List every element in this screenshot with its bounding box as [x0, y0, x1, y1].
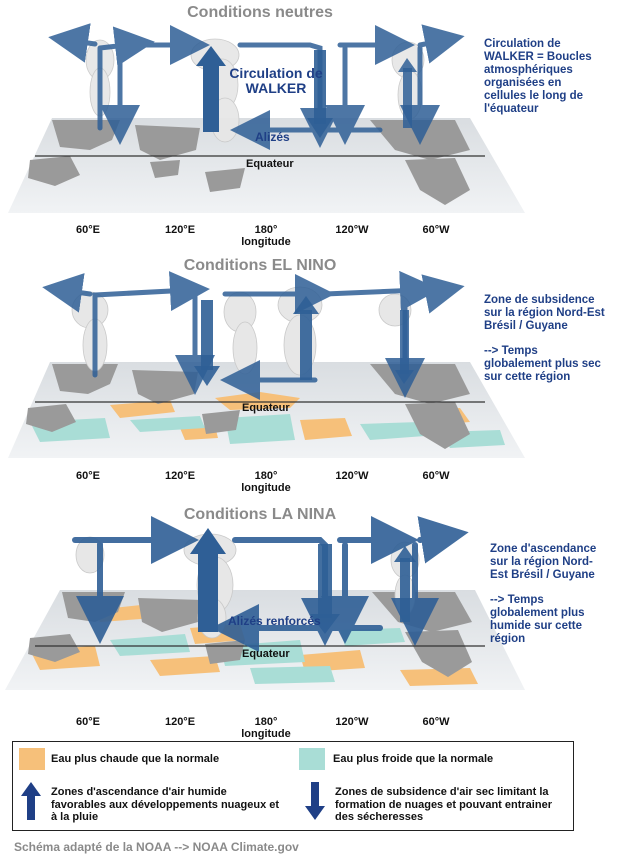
tick-label: 120°W [335, 470, 369, 482]
equator-label: Equateur [242, 648, 290, 660]
panel-el-nino: Conditions EL NINO [0, 250, 620, 500]
trade-wind-label: Alizés [255, 130, 290, 144]
tick-label: 60°W [422, 470, 450, 482]
side-text: Zone d'ascendance sur la région Nord-Est… [490, 543, 597, 645]
ascending-arrow-main [196, 46, 226, 132]
ascending-arrow-main [293, 296, 319, 380]
legend-swatch-warm [19, 748, 45, 770]
tick-label: 120°E [164, 470, 196, 482]
tick-label: 120°E [164, 716, 196, 728]
walker-loops [48, 40, 465, 150]
equator-label: Equateur [246, 158, 294, 170]
tick-label: 180° [254, 716, 278, 728]
panel-neutral: Conditions neutres [0, 0, 620, 250]
tick-label: 60°E [76, 470, 100, 482]
panel-la-nina: Conditions LA NINA [0, 500, 620, 740]
equator-label: Equateur [242, 402, 290, 414]
land-masses [28, 120, 470, 205]
subsiding-arrow-right [395, 310, 414, 384]
panel-title: Conditions LA NINA [183, 506, 337, 523]
axis-label: longitude [241, 482, 291, 494]
up-arrow-icon [21, 782, 41, 820]
legend-ascend-label: Zones d'ascendance d'air humide favorabl… [51, 786, 280, 823]
panel-title: Conditions neutres [187, 4, 333, 21]
axis-label: longitude [241, 728, 291, 740]
ascending-arrow-main [190, 528, 226, 632]
legend-subside-label: Zones de subsidence d'air sec limitant l… [335, 786, 552, 823]
source-footer: Schéma adapté de la NOAA --> NOAA Climat… [14, 840, 299, 854]
tick-label: 120°W [335, 224, 369, 236]
walker-label: Circulation de WALKER [229, 65, 323, 96]
down-arrow-icon [305, 782, 325, 820]
walker-diagram-el-nino [8, 270, 525, 458]
tick-label: 180° [254, 470, 278, 482]
subsiding-arrow-main [307, 50, 333, 138]
trade-wind-label: Alizés renforcés [228, 614, 321, 628]
tick-label: 180° [254, 224, 278, 236]
axis-label: longitude [241, 236, 291, 248]
panel-title: Conditions EL NINO [183, 257, 337, 274]
ascending-arrow-right [394, 546, 416, 622]
tick-label: 60°W [422, 716, 450, 728]
walker-diagram-la-nina [5, 516, 525, 690]
tick-label: 60°E [76, 716, 100, 728]
cloud-columns [71, 286, 412, 376]
ascending-arrow-right [398, 58, 417, 128]
side-text: Zone de subsidence sur la région Nord-Es… [484, 294, 605, 383]
legend-swatch-cold [299, 748, 325, 770]
legend: Eau plus chaude que la normale Eau plus … [12, 741, 574, 831]
tick-label: 60°W [422, 224, 450, 236]
subsiding-arrow-main [310, 544, 340, 634]
tick-label: 120°E [164, 224, 196, 236]
subsiding-arrow-main [194, 300, 220, 386]
tick-label: 120°W [335, 716, 369, 728]
legend-cold-label: Eau plus froide que la normale [333, 753, 494, 765]
side-text: Circulation de WALKER = Boucles atmosphé… [484, 38, 592, 115]
tick-label: 60°E [76, 224, 100, 236]
walker-diagram-neutral [8, 0, 525, 213]
legend-warm-label: Eau plus chaude que la normale [51, 753, 220, 765]
